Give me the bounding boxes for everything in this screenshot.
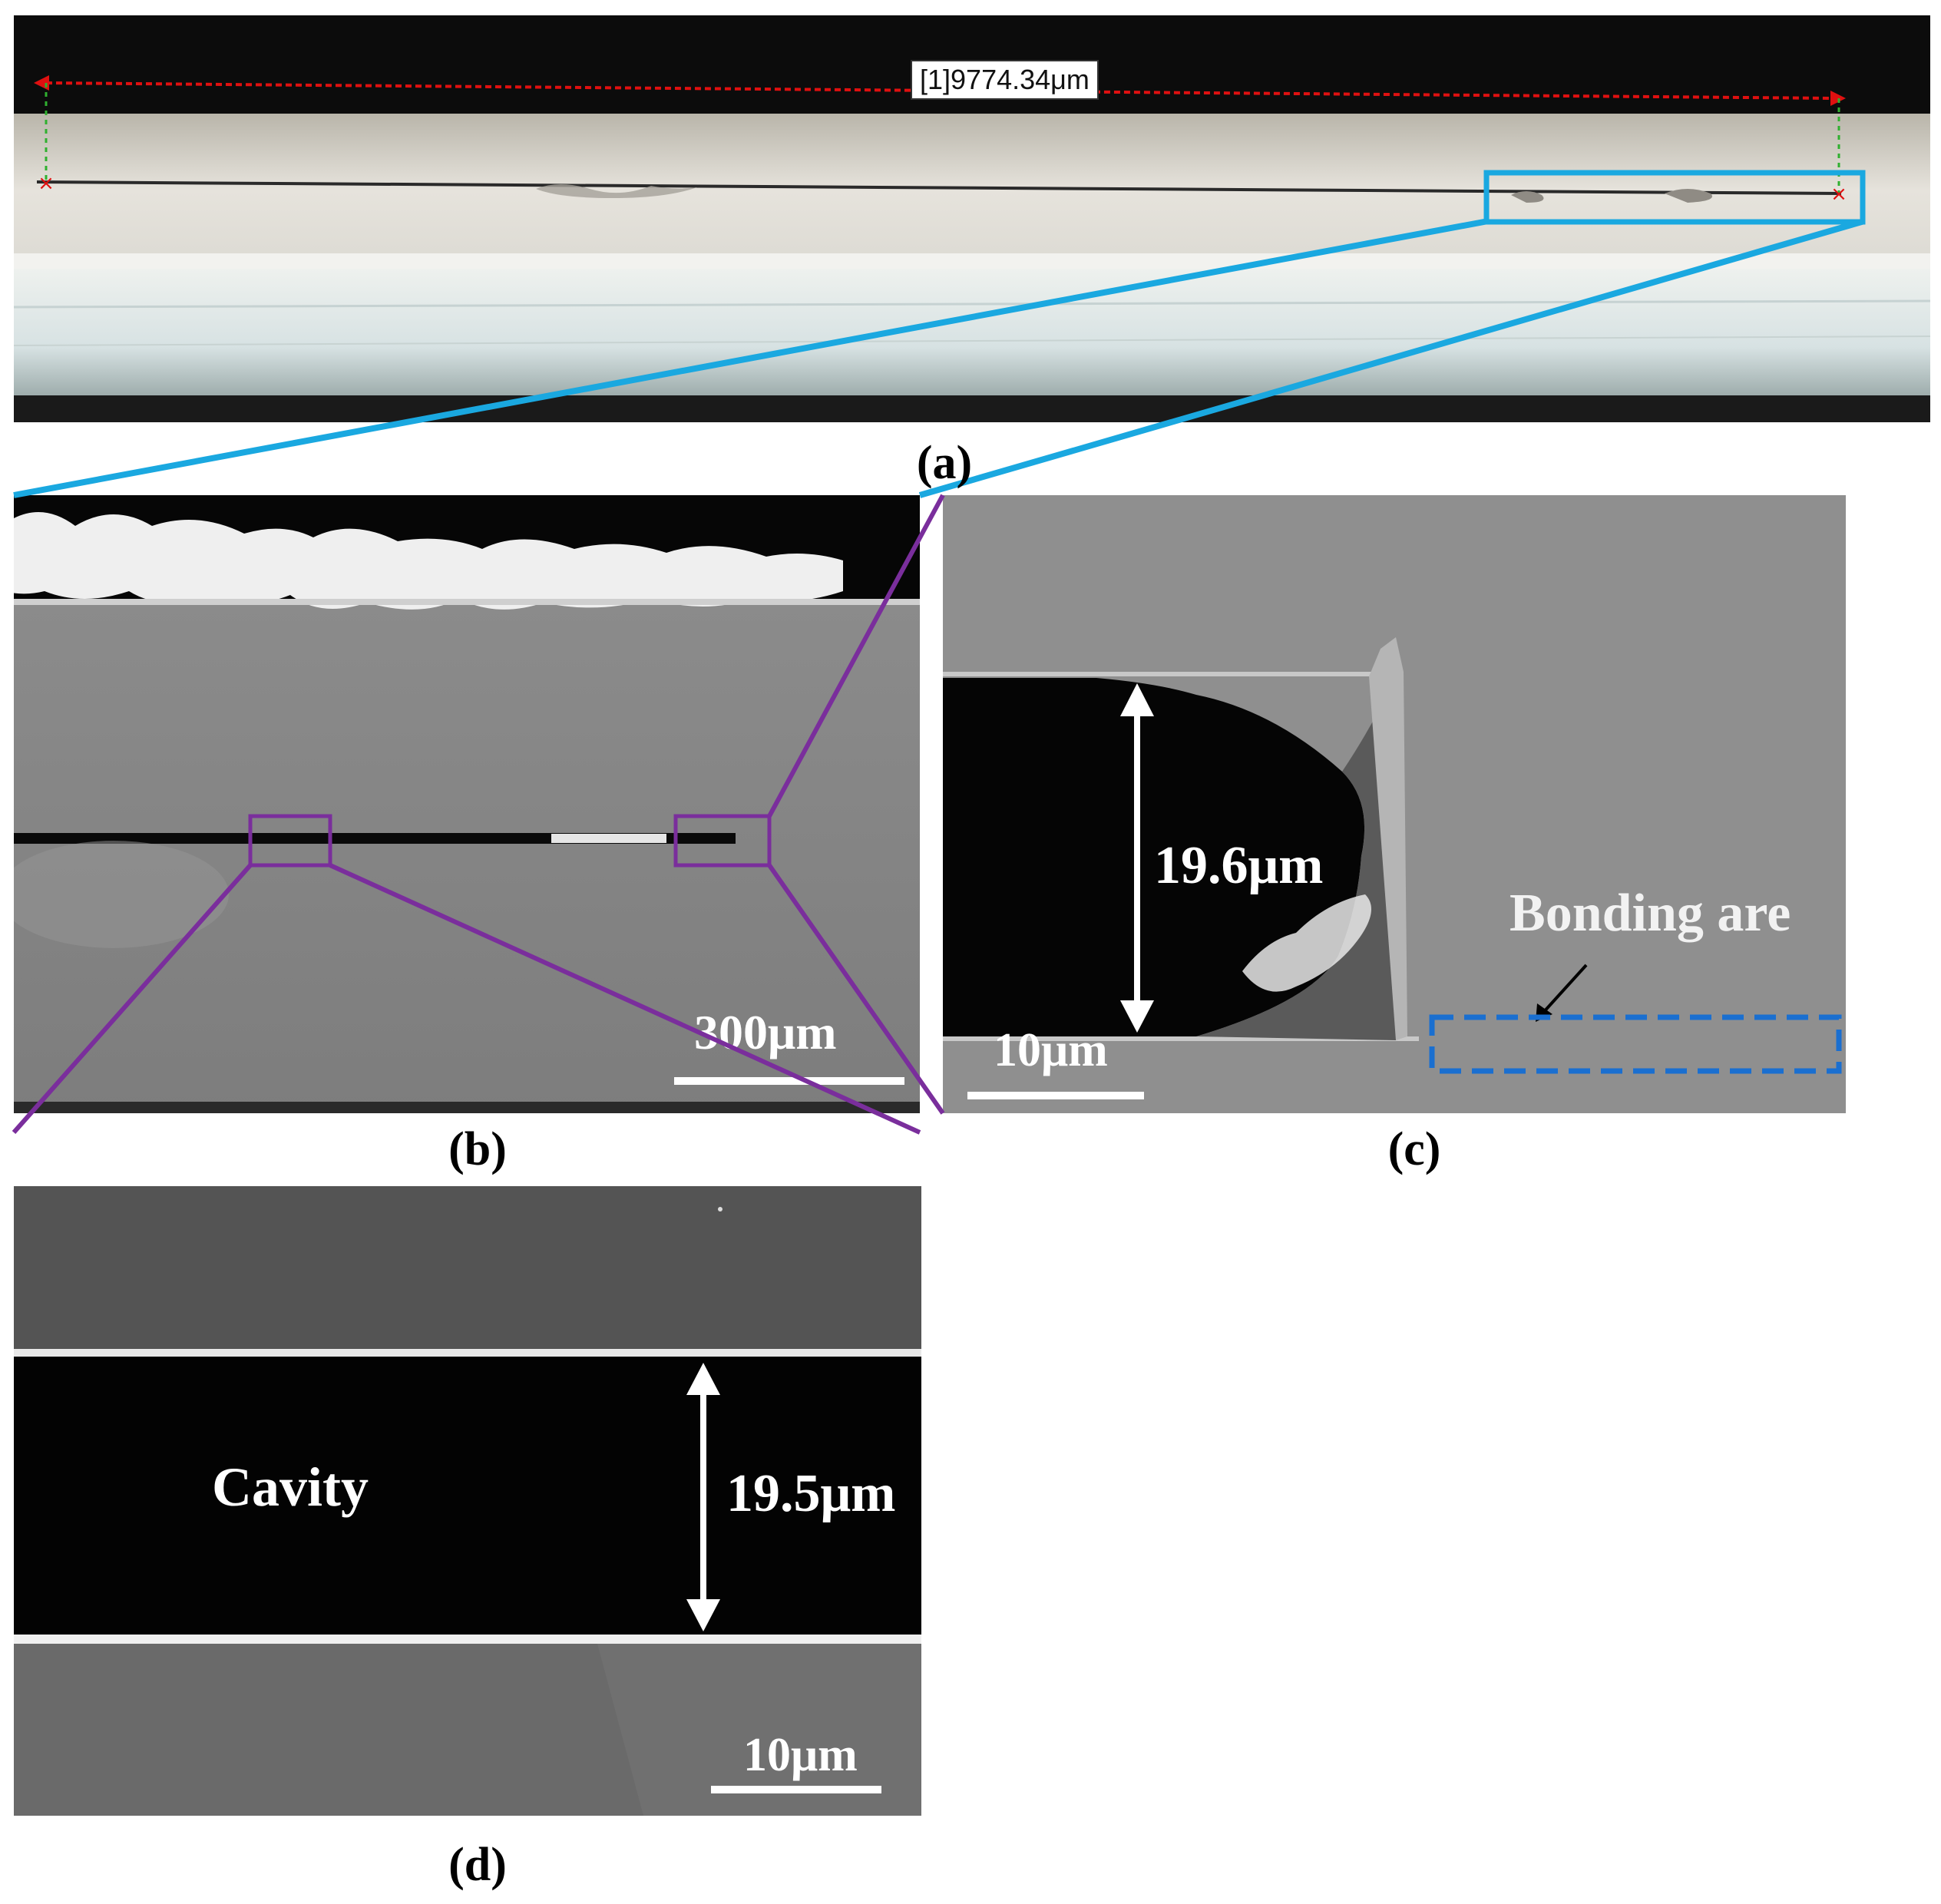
scale-bar-b: [674, 1077, 904, 1085]
caption-d: (d): [448, 1839, 507, 1891]
svg-text:×: ×: [38, 172, 55, 195]
panel-b-sem: 300μm: [14, 495, 920, 1113]
measurement-label: [1]9774.34μm: [911, 60, 1099, 100]
panel-d-image: [14, 1186, 921, 1816]
caption-b: (b): [448, 1123, 507, 1175]
svg-text:×: ×: [1830, 183, 1847, 206]
panel-a-micrograph: × × [1]9774.34μm: [14, 15, 1930, 422]
cavity-label: Cavity: [212, 1456, 369, 1518]
scale-bar-d: [711, 1786, 881, 1793]
scale-bar-c: [967, 1092, 1144, 1099]
panel-c-image: [943, 495, 1846, 1113]
panel-c-sem: 19.6μm Bonding are 10μm: [943, 495, 1846, 1113]
scale-bar-label-d: 10μm: [743, 1729, 858, 1781]
caption-a: (a): [916, 437, 973, 489]
bonding-area-label: Bonding are: [1509, 884, 1791, 943]
panel-d-sem: Cavity 19.5μm 10μm: [14, 1186, 921, 1816]
caption-c: (c): [1387, 1123, 1441, 1175]
cavity-height-label-c: 19.6μm: [1154, 836, 1324, 895]
scale-bar-label-b: 300μm: [694, 1005, 837, 1059]
scale-bar-label-c: 10μm: [994, 1024, 1108, 1076]
cavity-height-label-d: 19.5μm: [726, 1464, 896, 1523]
